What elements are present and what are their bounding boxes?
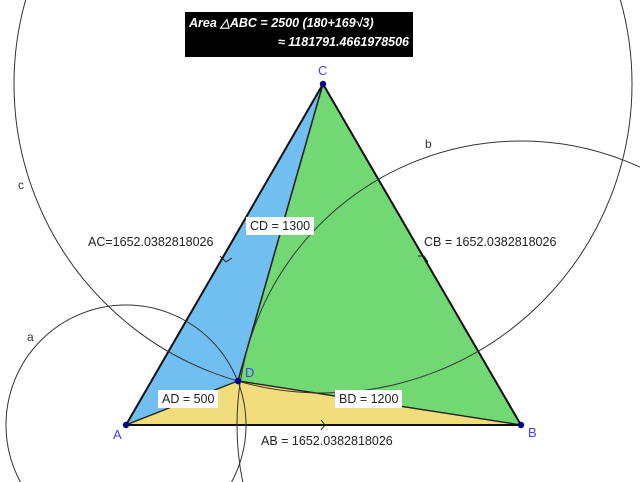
segment-label-CD[interactable]: CD = 1300	[246, 217, 315, 235]
point-label-B[interactable]: B	[528, 425, 537, 440]
circle-c[interactable]	[13, 0, 633, 394]
area-formula: Area △ABC = 2500 (180+169√3)	[189, 16, 374, 30]
circle-b[interactable]	[236, 140, 640, 482]
point-D[interactable]	[234, 377, 242, 385]
point-A[interactable]	[122, 421, 130, 429]
area-approx-value: ≈ 1181791.4661978506	[277, 35, 409, 49]
point-label-D[interactable]: D	[245, 365, 255, 380]
circle-label-a[interactable]: a	[27, 330, 34, 344]
segment-label-BD[interactable]: BD = 1200	[335, 390, 403, 408]
point-C[interactable]	[319, 80, 327, 88]
point-label-C[interactable]: C	[318, 63, 328, 78]
point-B[interactable]	[517, 421, 525, 429]
segment-label-AD[interactable]: AD = 500	[158, 390, 219, 408]
segment-label-AC[interactable]: AC=1652.0382818026	[88, 235, 214, 249]
segment-AB-tick	[320, 419, 326, 431]
segment-AC-tick	[219, 255, 233, 263]
segment-CB-tick	[418, 255, 429, 263]
area-text-box[interactable]: Area △ABC = 2500 (180+169√3) ≈ 1181791.4…	[185, 12, 413, 57]
point-label-A[interactable]: A	[113, 427, 122, 442]
segment-AC[interactable]	[125, 83, 324, 426]
triangle-CBD-region[interactable]	[237, 82, 523, 426]
segment-CB[interactable]	[322, 83, 522, 426]
circle-label-b[interactable]: b	[425, 137, 432, 151]
segment-label-AB[interactable]: AB = 1652.0382818026	[261, 434, 393, 448]
segment-label-CB[interactable]: CB = 1652.0382818026	[424, 235, 557, 249]
circle-label-c[interactable]: c	[18, 178, 24, 192]
circle-a[interactable]	[5, 304, 247, 482]
